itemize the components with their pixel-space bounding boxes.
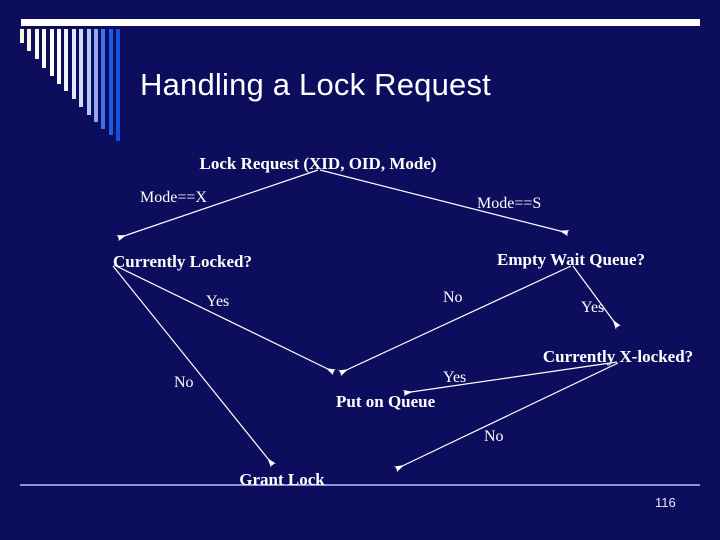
edge-locked-to-queue <box>113 264 336 376</box>
decoration-bar <box>27 29 32 51</box>
flow-edge-label-xlocked-to-queue: Yes <box>443 369 467 386</box>
edge-request-to-waitqueue <box>319 169 570 237</box>
decoration-bar <box>49 29 54 76</box>
edge-waitqueue-to-queue <box>338 265 572 377</box>
edge-waitqueue-to-xlocked <box>572 265 621 330</box>
flow-edge-label-locked-to-queue: Yes <box>206 293 230 310</box>
edge-request-to-locked <box>116 169 319 242</box>
footer-divider-rule <box>20 484 700 486</box>
decoration-bar <box>101 29 106 129</box>
decoration-bar <box>20 29 24 43</box>
top-divider-rule <box>21 19 700 26</box>
page-title: Handling a Lock Request <box>140 67 491 102</box>
flow-node-request: Lock Request (XID, OID, Mode) <box>199 154 437 173</box>
flow-edge-label-xlocked-to-grant: No <box>484 428 504 445</box>
edge-xlocked-to-grant <box>394 362 619 473</box>
flow-edge-label-request-to-locked: Mode==X <box>140 189 207 206</box>
decoration-bar <box>108 29 113 135</box>
decoration-bar <box>86 29 91 115</box>
flow-node-waitqueue: Empty Wait Queue? <box>497 250 645 269</box>
flow-node-locked: Currently Locked? <box>113 252 252 271</box>
gradient-bar-cluster-decoration <box>20 29 132 141</box>
flow-edge-label-waitqueue-to-xlocked: Yes <box>581 299 605 316</box>
slide-page-number: 116 <box>655 495 676 510</box>
decoration-bar <box>34 29 39 59</box>
decoration-bar <box>94 29 98 122</box>
flow-edge-label-waitqueue-to-queue: No <box>443 289 463 306</box>
decoration-bar <box>64 29 69 91</box>
flow-node-queue: Put on Queue <box>336 392 436 411</box>
edge-locked-to-grant <box>112 265 276 468</box>
flow-edge-label-request-to-waitqueue: Mode==S <box>477 195 542 212</box>
decoration-bar <box>71 29 76 99</box>
flow-edge-label-locked-to-grant: No <box>174 374 194 391</box>
flow-node-grant: Grant Lock <box>239 470 325 489</box>
decoration-bar <box>57 29 61 84</box>
edge-xlocked-to-queue <box>402 361 618 397</box>
decoration-bar <box>79 29 84 107</box>
decoration-bar <box>116 29 121 141</box>
flow-node-xlocked: Currently X-locked? <box>542 347 694 366</box>
decoration-bar <box>42 29 47 68</box>
